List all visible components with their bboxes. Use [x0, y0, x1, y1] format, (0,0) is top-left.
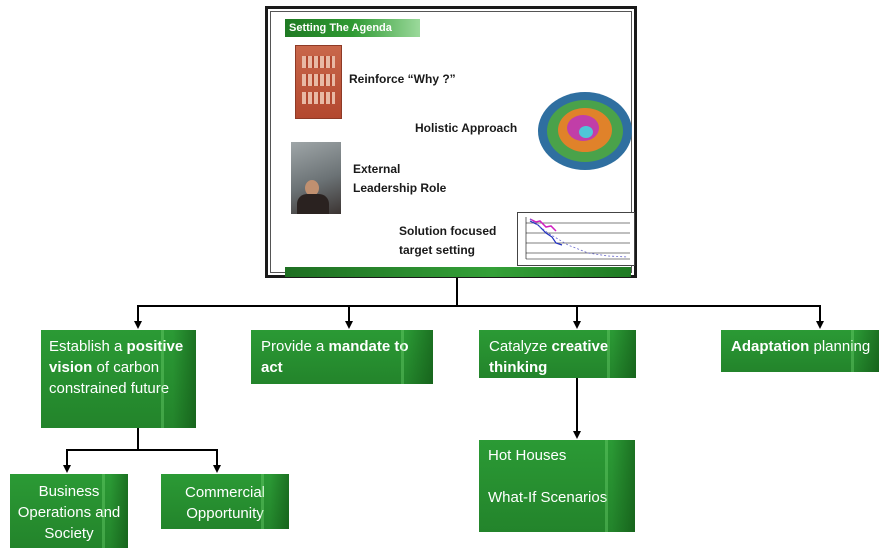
solution-focused-line2: target setting	[399, 243, 476, 257]
arrow-head	[816, 321, 824, 329]
reinforce-why-text: Reinforce “Why ?”	[349, 72, 456, 86]
connector	[576, 305, 578, 322]
commercial-opportunity-box: Commercial Opportunity	[161, 474, 289, 529]
arrow-head	[134, 321, 142, 329]
connector	[137, 305, 821, 307]
external-leadership-line1: External	[353, 162, 401, 176]
mandate-box: Provide a mandate to act	[251, 330, 433, 384]
vision-text-bold: positive vision	[49, 338, 184, 376]
adaptation-text-bold: Adaptation	[731, 338, 810, 355]
mandate-text-pre: Provide a	[261, 338, 329, 355]
connector	[456, 278, 458, 306]
adaptation-text-post: planning	[809, 338, 871, 355]
hot-houses-text: Hot Houses	[488, 447, 567, 464]
arrow-head	[63, 465, 71, 473]
connector	[576, 378, 578, 432]
slide-title: Setting The Agenda	[285, 19, 420, 37]
business-operations-text: Business Operations and Society	[17, 483, 121, 542]
phone-box-window	[302, 74, 335, 86]
solution-focused-line1: Solution focused	[399, 224, 497, 238]
business-operations-box: Business Operations and Society	[10, 474, 128, 548]
arrow-head	[213, 465, 221, 473]
vision-text-post: of carbon constrained future	[49, 359, 170, 397]
creative-text-bold: creative thinking	[489, 338, 609, 376]
speaker-body	[297, 194, 329, 214]
arrow-head	[573, 321, 581, 329]
connector	[216, 449, 218, 466]
holistic-approach-text: Holistic Approach	[415, 121, 518, 135]
series-target	[529, 218, 629, 258]
speaker-head	[305, 180, 319, 196]
what-if-scenarios-text: What-If Scenarios	[488, 489, 608, 506]
phone-box-image	[295, 45, 342, 119]
creative-text-pre: Catalyze	[489, 338, 552, 355]
external-leadership-line2: Leadership Role	[353, 181, 447, 195]
creative-thinking-box: Catalyze creative thinking	[479, 330, 636, 378]
mandate-text-bold: mandate to act	[261, 338, 409, 376]
phone-box-window	[302, 92, 335, 104]
phone-box-window	[302, 56, 335, 68]
commercial-opportunity-text: Commercial Opportunity	[184, 484, 265, 522]
center-dot	[579, 126, 593, 138]
speaker-photo	[291, 142, 341, 214]
positive-vision-box: Establish a positive vision of carbon co…	[41, 330, 196, 428]
series-magenta	[529, 218, 557, 232]
arrow-head	[573, 431, 581, 439]
concentric-rings-image	[538, 92, 632, 170]
slide-frame: Setting The Agenda Reinforce “Why ?” Hol…	[270, 11, 635, 277]
connector	[66, 449, 218, 451]
connector	[66, 449, 68, 466]
target-graph-image	[517, 212, 635, 266]
slide-footer-bar	[285, 267, 631, 277]
connector	[137, 305, 139, 322]
arrow-head	[345, 321, 353, 329]
connector	[819, 305, 821, 322]
agenda-slide: Setting The Agenda Reinforce “Why ?” Hol…	[265, 6, 637, 278]
hot-houses-box: Hot Houses What-If Scenarios	[479, 440, 635, 532]
adaptation-box: Adaptation planning	[721, 330, 879, 372]
vision-text-pre: Establish a	[49, 338, 127, 355]
connector	[137, 428, 139, 450]
connector	[348, 305, 350, 322]
